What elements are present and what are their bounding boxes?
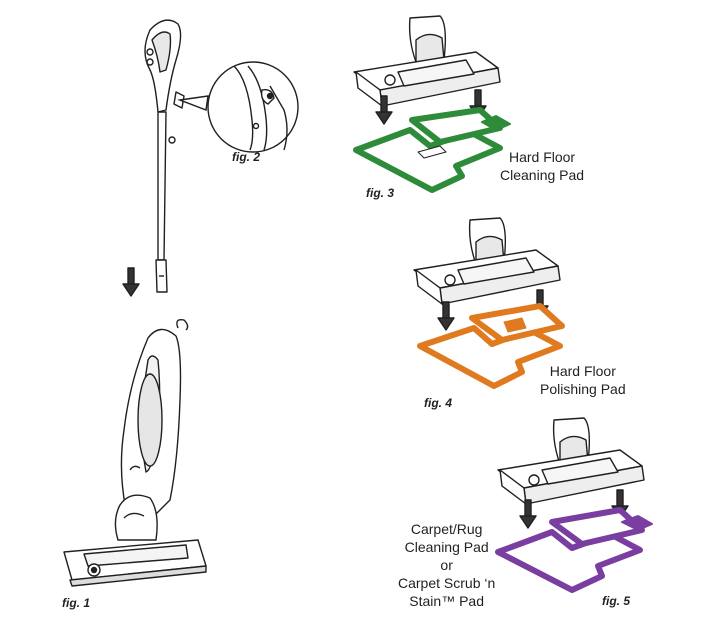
fig5-caption-line: Stain™ Pad	[409, 593, 484, 609]
fig4-caption-line: Polishing Pad	[540, 381, 626, 397]
fig5-caption-line: Carpet/Rug	[410, 521, 483, 537]
fig4-caption: Hard Floor Polishing Pad	[540, 362, 626, 398]
fig3-pad	[353, 127, 503, 193]
fig3-illustration	[353, 15, 511, 193]
fig5-pad	[495, 529, 643, 593]
fig1-label: fig. 1	[62, 596, 91, 610]
fig5-label: fig. 5	[602, 594, 631, 608]
fig5-caption: Carpet/Rug Cleaning Pad or Carpet Scrub …	[398, 520, 495, 610]
fig4-pad	[417, 325, 563, 389]
fig3-caption-line: Cleaning Pad	[500, 167, 585, 183]
fig2-label: fig. 2	[232, 150, 261, 164]
handle-detail-callout	[177, 61, 299, 153]
fig5-illustration	[495, 417, 653, 593]
fig4-illustration	[413, 217, 565, 389]
fig4-label: fig. 4	[424, 396, 453, 410]
fig5-caption-line: Carpet Scrub ‘n	[398, 575, 496, 591]
fig5-caption-line: or	[440, 557, 453, 573]
fig4-caption-line: Hard Floor	[549, 363, 616, 379]
fig3-caption: Hard Floor Cleaning Pad	[500, 148, 584, 184]
fig5-caption-line: Cleaning Pad	[404, 539, 489, 555]
mop-illustration	[63, 19, 207, 587]
fig3-label: fig. 3	[366, 186, 395, 200]
fig3-caption-line: Hard Floor	[508, 149, 576, 165]
